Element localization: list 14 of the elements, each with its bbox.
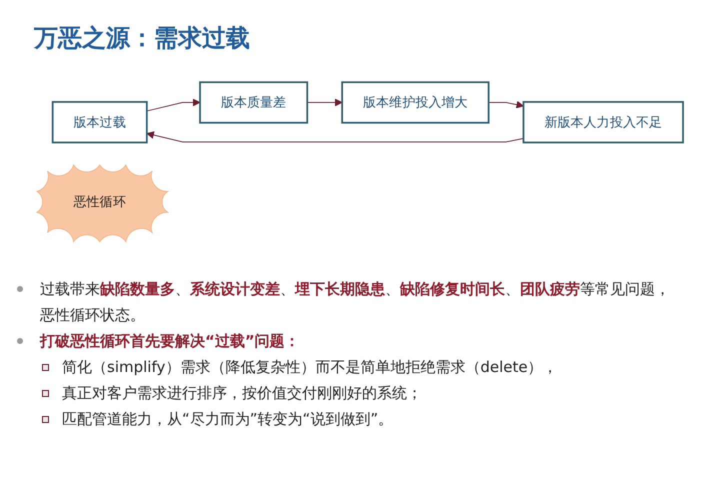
- bullet-text: 过载带来缺陷数量多、系统设计变差、埋下长期隐患、缺陷修复时间长、团队疲劳等常见问题，恶性循环状态。: [40, 279, 671, 326]
- arrow: [306, 98, 342, 106]
- arrow: [146, 98, 200, 112]
- arrow: [488, 100, 524, 108]
- sub-bullet-text: 真正对客户需求进行排序，按价值交付刚刚好的系统；: [62, 383, 423, 404]
- sub-bullet-text: 匹配管道能力，从“尽力而为”转变为“说到做到”。: [62, 409, 394, 430]
- title: 万恶之源：需求过载: [34, 23, 250, 54]
- node-box: 新版本人力投入不足: [522, 101, 684, 144]
- node-box: 版本维护投入增大: [341, 81, 490, 124]
- bullet-text: 打破恶性循环首先要解决“过载”问题：: [40, 331, 301, 352]
- arrow: [146, 131, 524, 142]
- sub-bullet-text: 简化（simplify）需求（降低复杂性）而不是简单地拒绝需求（delete），: [62, 357, 559, 378]
- node-box: 版本过载: [52, 101, 148, 144]
- node-box: 版本质量差: [199, 81, 308, 124]
